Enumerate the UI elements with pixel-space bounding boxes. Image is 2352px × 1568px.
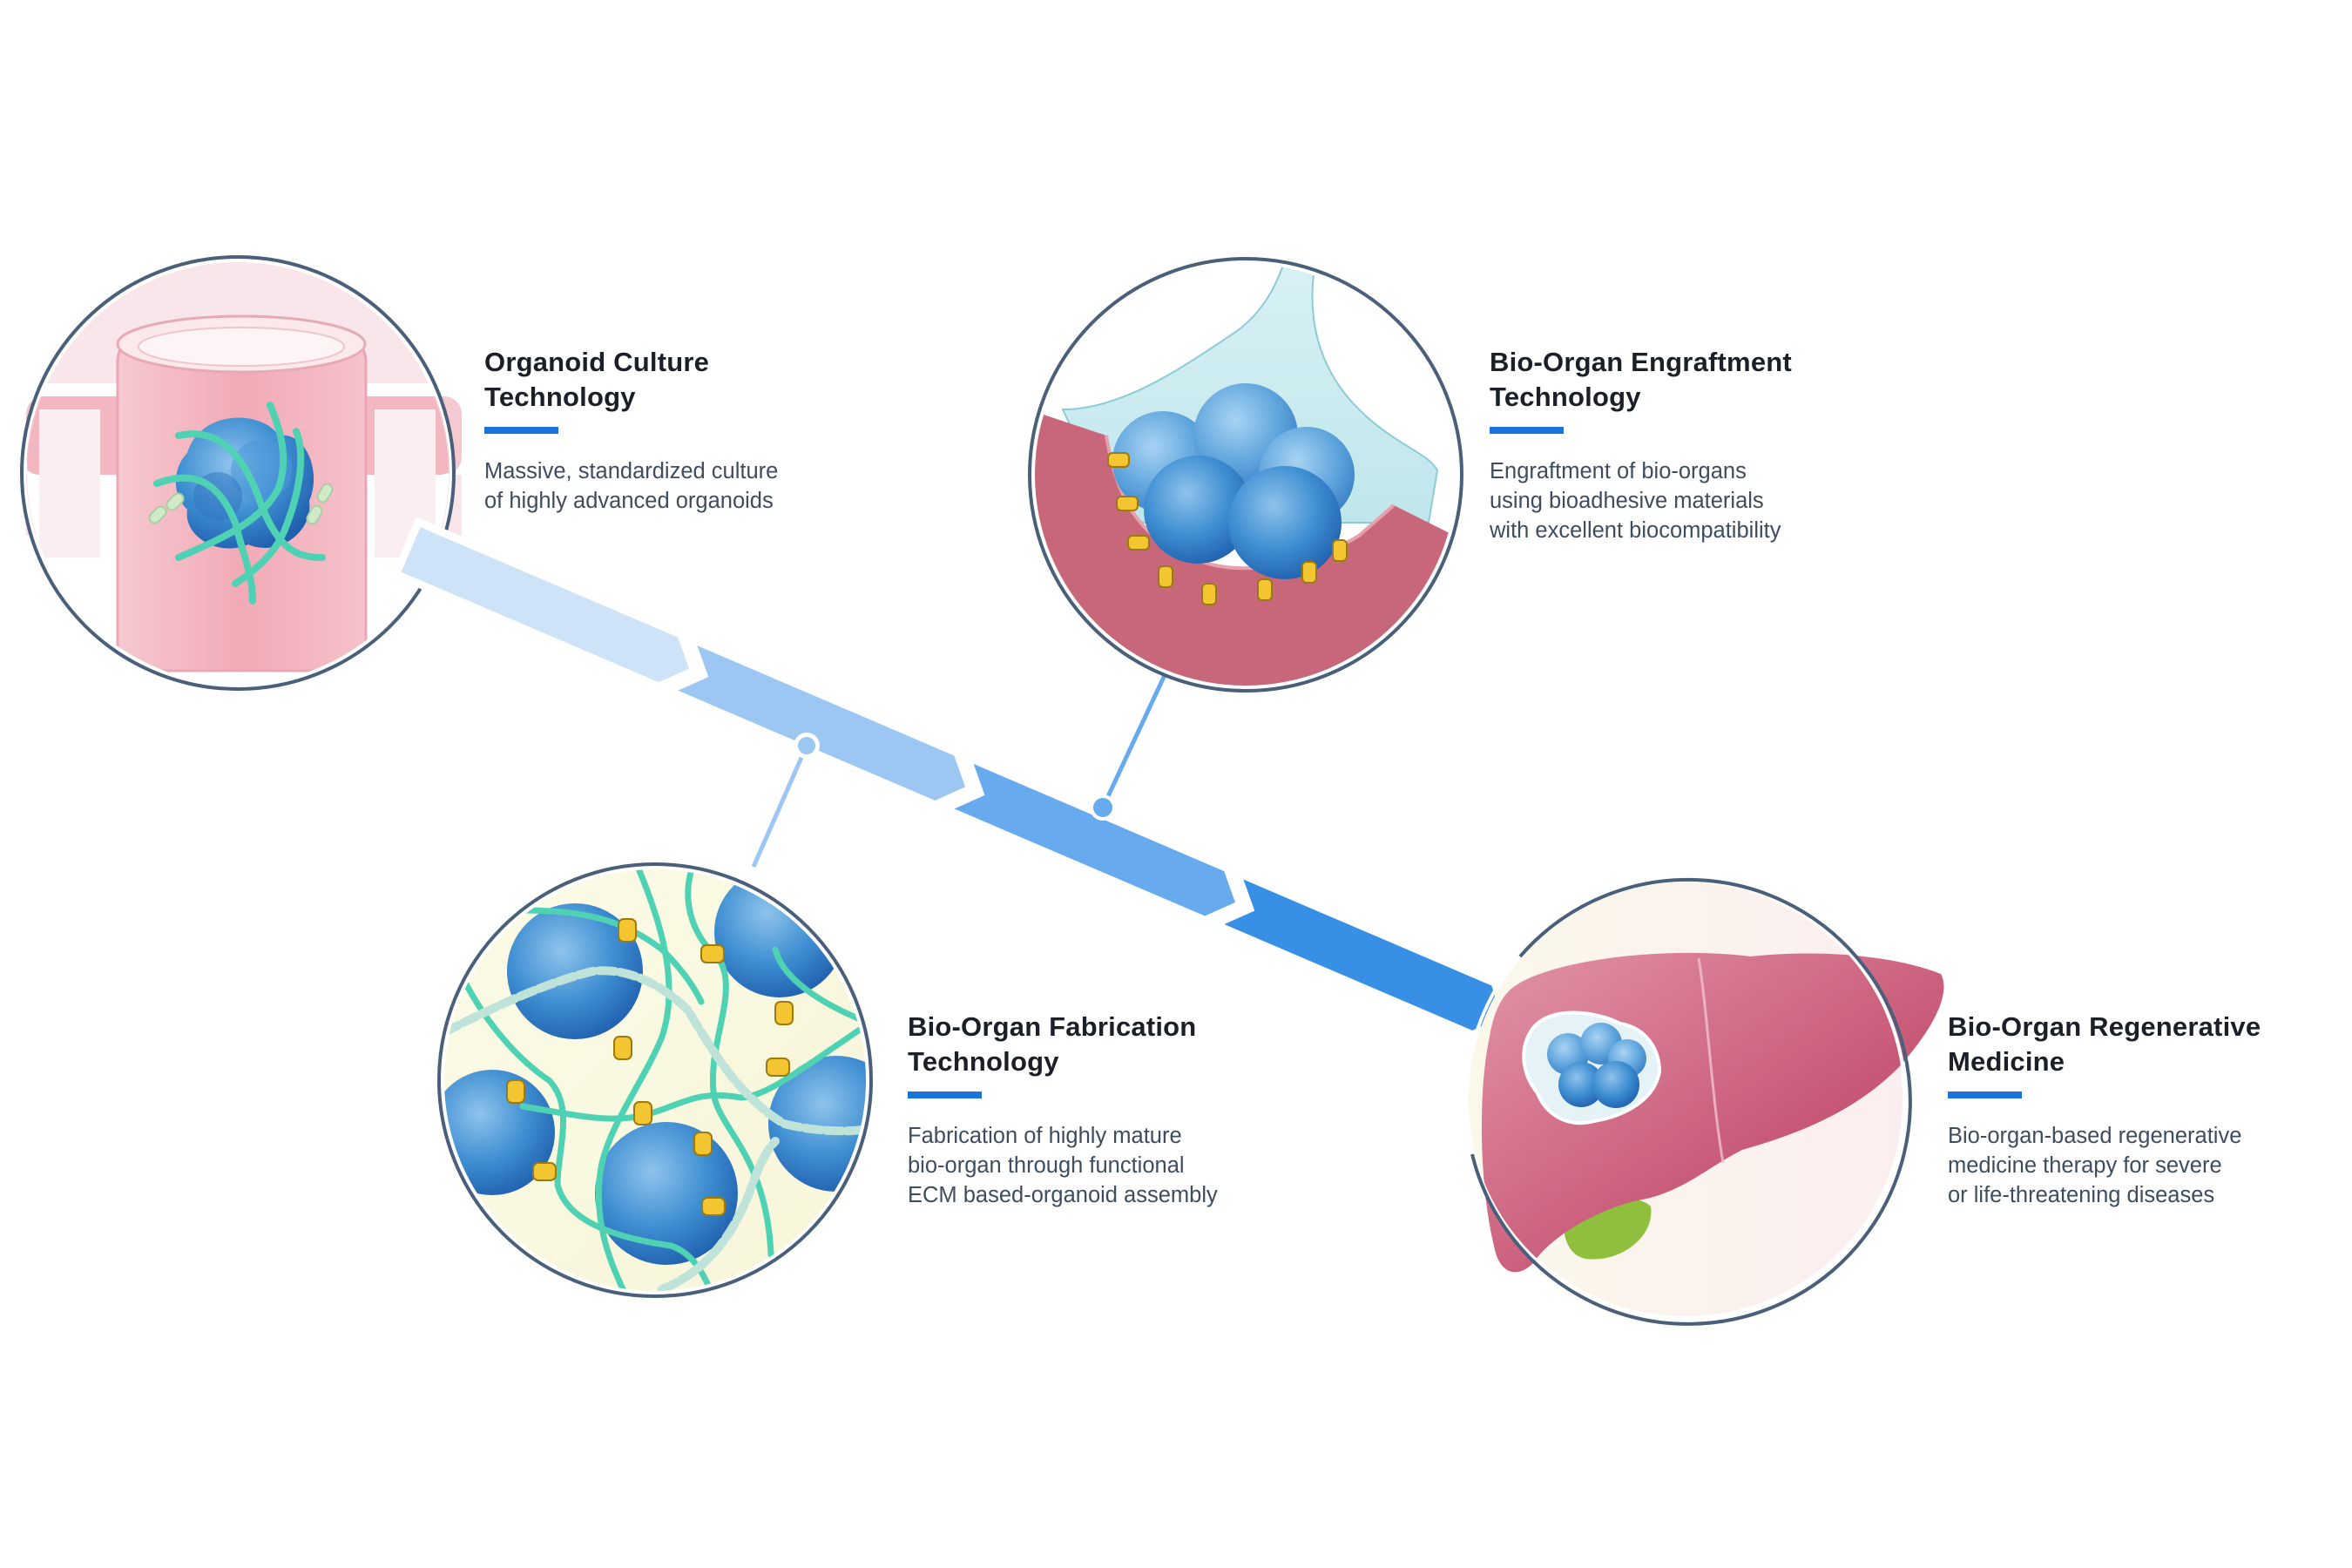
- linker-chain: [148, 483, 334, 525]
- step-title: Organoid Culture Technology: [484, 345, 868, 415]
- linker-chains: [444, 966, 866, 1291]
- organoid-spheres: [444, 869, 866, 1265]
- arrow-segment-1: [390, 517, 700, 692]
- host-tissue: [1035, 409, 1456, 686]
- circle-frame-3: [440, 865, 870, 1295]
- title-underline: [1490, 427, 1564, 434]
- title-underline: [908, 1092, 982, 1098]
- circle-frame-1: [23, 258, 453, 688]
- ecm-fibers: [458, 869, 866, 1291]
- arrow-segment-4: [1204, 865, 1513, 1039]
- node-engraftment: [1090, 794, 1116, 821]
- step-bio-organ-regenerative-medicine: Bio-Organ Regenerative Medicine Bio-orga…: [1948, 1010, 2331, 1210]
- step-title: Bio-Organ Fabrication Technology: [908, 1010, 1291, 1079]
- description-line: bio-organ through functional: [908, 1153, 1185, 1178]
- bioadhesive-anchors: [1107, 452, 1348, 605]
- description-line: Massive, standardized culture: [484, 459, 779, 483]
- title-underline: [484, 427, 558, 434]
- adhesion-molecules: [506, 918, 794, 1216]
- title-line: Medicine: [1948, 1046, 2065, 1077]
- step-description: Fabrication of highly mature bio-organ t…: [908, 1121, 1291, 1210]
- node-fabrication: [794, 733, 820, 759]
- description-line: of highly advanced organoids: [484, 489, 774, 513]
- step-title: Bio-Organ Regenerative Medicine: [1948, 1010, 2331, 1079]
- connector-line-fabrication: [751, 744, 809, 868]
- title-underline: [1948, 1092, 2022, 1098]
- regenerative-medicine-illustration: [1464, 877, 1944, 1326]
- organoid-culture-illustration: [20, 255, 462, 691]
- step-bio-organ-engraftment: Bio-Organ Engraftment Technology Engraft…: [1490, 345, 1873, 545]
- title-line: Organoid Culture: [484, 347, 710, 377]
- step-bio-organ-fabrication: Bio-Organ Fabrication Technology Fabrica…: [908, 1010, 1291, 1210]
- title-line: Technology: [1490, 382, 1641, 412]
- fabrication-illustration: [437, 862, 873, 1298]
- step-description: Engraftment of bio-organs using bioadhes…: [1490, 456, 1873, 545]
- organoid-cluster: [1112, 383, 1355, 579]
- title-line: Bio-Organ Engraftment: [1490, 347, 1792, 377]
- progress-arrow-band: [390, 517, 1513, 1039]
- description-line: ECM based-organoid assembly: [908, 1183, 1218, 1207]
- arrow-segment-2: [658, 631, 976, 809]
- connector-line-engraftment: [1100, 673, 1167, 809]
- title-line: Bio-Organ Fabrication: [908, 1011, 1197, 1042]
- description-line: Bio-organ-based regenerative: [1948, 1124, 2242, 1148]
- description-line: Fabrication of highly mature: [908, 1124, 1182, 1148]
- title-line: Bio-Organ Regenerative: [1948, 1011, 2261, 1042]
- circle-frame-2: [1031, 260, 1461, 690]
- step-description: Massive, standardized culture of highly …: [484, 456, 868, 516]
- engrafted-organoid: [1522, 1010, 1662, 1125]
- description-line: with excellent biocompatibility: [1490, 518, 1781, 543]
- description-line: using bioadhesive materials: [1490, 489, 1764, 513]
- step-organoid-culture: Organoid Culture Technology Massive, sta…: [484, 345, 868, 516]
- description-line: or life-threatening diseases: [1948, 1183, 2215, 1207]
- engraftment-illustration: [1028, 257, 1463, 693]
- description-line: medicine therapy for severe: [1948, 1153, 2222, 1178]
- description-line: Engraftment of bio-organs: [1490, 459, 1747, 483]
- ecm-fibers: [153, 402, 326, 605]
- title-line: Technology: [484, 382, 636, 412]
- arrow-segment-3: [935, 749, 1246, 925]
- title-line: Technology: [908, 1046, 1059, 1077]
- step-description: Bio-organ-based regenerative medicine th…: [1948, 1121, 2331, 1210]
- step-title: Bio-Organ Engraftment Technology: [1490, 345, 1873, 415]
